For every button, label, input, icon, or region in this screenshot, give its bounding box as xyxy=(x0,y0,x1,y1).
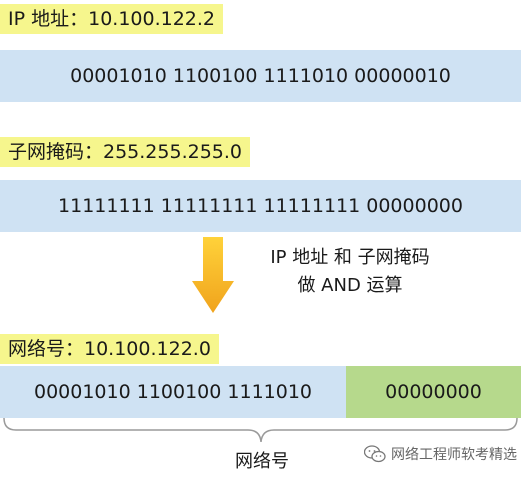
wechat-icon xyxy=(364,445,386,463)
network-binary-band: 00001010 1100100 1111010 00000000 xyxy=(0,366,521,418)
mask-binary-band: 11111111 11111111 11111111 00000000 xyxy=(0,180,521,232)
network-number-label: 网络号：10.100.122.0 xyxy=(0,334,219,364)
watermark-text: 网络工程师软考精选 xyxy=(391,447,517,463)
network-part-bits: 00001010 1100100 1111010 xyxy=(0,366,346,418)
operation-description: IP 地址 和 子网掩码 做 AND 运算 xyxy=(250,244,450,300)
down-arrow-icon xyxy=(192,237,234,313)
operation-line-1: IP 地址 和 子网掩码 xyxy=(270,247,430,268)
host-part-bits: 00000000 xyxy=(346,366,521,418)
network-brace-label: 网络号 xyxy=(235,451,289,472)
ip-address-label: IP 地址：10.100.122.2 xyxy=(0,4,224,34)
ip-binary-band: 00001010 1100100 1111010 00000010 xyxy=(0,50,521,102)
subnet-mask-label: 子网掩码：255.255.255.0 xyxy=(0,137,251,167)
operation-line-2: 做 AND 运算 xyxy=(297,275,403,296)
network-brace xyxy=(3,417,518,443)
watermark: 网络工程师软考精选 xyxy=(364,444,517,464)
